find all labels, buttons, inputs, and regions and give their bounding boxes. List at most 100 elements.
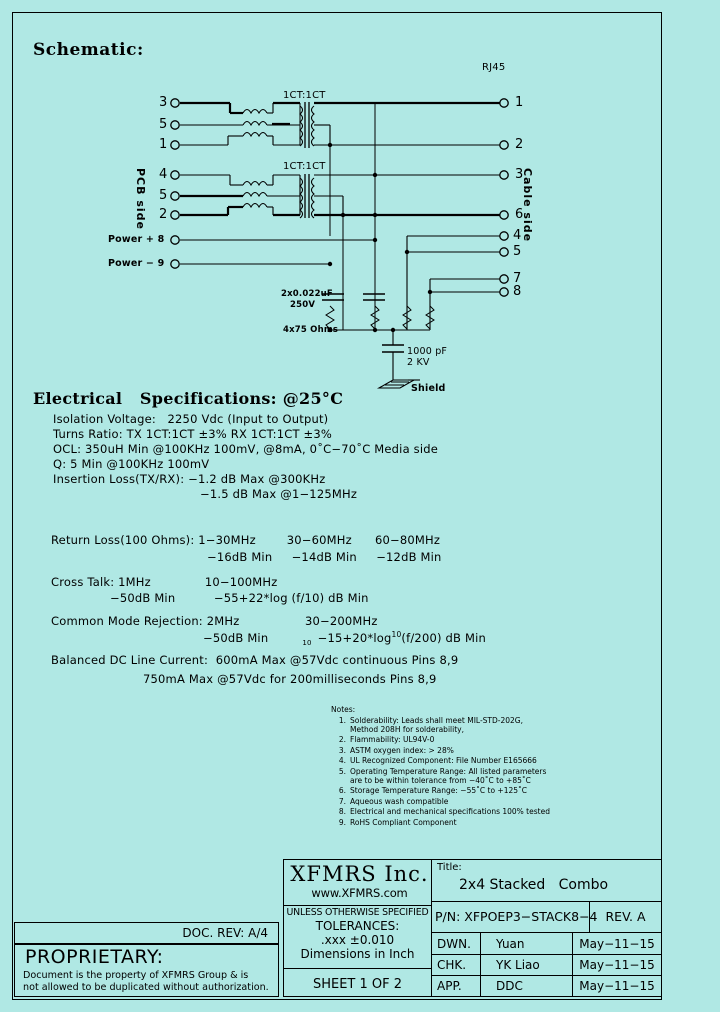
tb-divider-role xyxy=(480,932,482,996)
company-logo: XFMRS Inc. www.XFMRS.com xyxy=(288,862,431,900)
cmr-sub: 10 xyxy=(302,639,312,648)
power-minus-label: Power − 9 xyxy=(108,258,165,269)
cap-value-label: 2x0.022uF xyxy=(281,289,333,299)
schematic-heading: Schematic: xyxy=(33,40,144,60)
shield-label: Shield xyxy=(411,383,446,394)
spec-turns-ratio: Turns Ratio: TX 1CT:1CT ±3% RX 1CT:1CT ±… xyxy=(53,427,332,441)
power-plus-label: Power + 8 xyxy=(108,234,165,245)
revision: REV. A xyxy=(605,909,646,924)
note-number: 6. xyxy=(338,786,346,795)
pcb-side-label: PCB side xyxy=(134,168,147,231)
drawing-border xyxy=(12,12,662,1000)
note-item: 1. Solderability: Leads shall meet MIL-S… xyxy=(331,716,661,734)
spec-dc-line-current: Balanced DC Line Current: 600mA Max @57V… xyxy=(51,653,459,667)
pin-right-2: 2 xyxy=(515,137,524,152)
note-text: ASTM oxygen index: > 28% xyxy=(350,745,454,755)
pin-left-5a: 5 xyxy=(159,117,168,132)
tb-hline-right-2 xyxy=(431,932,661,934)
spec-cross-talk-values: −50dB Min −55+22*log (f/10) dB Min xyxy=(110,591,369,605)
note-number: 2. xyxy=(338,735,346,744)
note-number: 3. xyxy=(338,745,346,755)
cmr-prefix: −50dB Min xyxy=(203,630,269,645)
tb-divider-rev xyxy=(589,901,591,932)
note-number: 1. xyxy=(338,715,346,725)
note-text: Aqueous wash compatible xyxy=(350,796,449,806)
note-item: 3. ASTM oxygen index: > 28% xyxy=(331,746,661,755)
spec-ocl: OCL: 350uH Min @100KHz 100mV, @8mA, 0˚C−… xyxy=(53,442,439,456)
note-item: 9. RoHS Compliant Component xyxy=(331,818,661,827)
hv-cap-voltage-label: 2 KV xyxy=(407,357,430,368)
spec-dc-line-current-2: 750mA Max @57Vdc for 200milliseconds Pin… xyxy=(143,672,437,686)
company-name: XFMRS Inc. xyxy=(290,862,429,886)
note-text: RoHS Compliant Component xyxy=(350,817,457,827)
chk-date: May−11−15 xyxy=(579,958,655,972)
note-text: Flammability: UL94V-0 xyxy=(350,735,435,744)
note-number: 8. xyxy=(338,807,346,816)
title-value: 2x4 Stacked Combo xyxy=(459,877,609,893)
note-number: 7. xyxy=(338,796,346,806)
pin-right-5: 5 xyxy=(513,244,522,259)
note-number: 5. xyxy=(338,766,346,776)
note-item: 2. Flammability: UL94V-0 xyxy=(331,735,661,744)
left-terminals xyxy=(170,98,180,269)
tb-hline-left-1 xyxy=(284,905,431,907)
schematic-diagram xyxy=(170,98,509,389)
cmr-suffix: (f/200) dB Min xyxy=(401,630,486,645)
electrical-specs-heading: Electrical Specifications: @25°C xyxy=(33,389,344,408)
rj45-label: RJ45 xyxy=(482,62,506,73)
note-text: Solderability: Leads shall meet MIL-STD-… xyxy=(350,715,523,734)
pin-left-5b: 5 xyxy=(159,188,168,203)
note-text: Operating Temperature Range: All listed … xyxy=(350,766,547,785)
dwn-date: May−11−15 xyxy=(579,937,655,951)
pin-right-7: 7 xyxy=(513,271,522,286)
note-number: 9. xyxy=(338,817,346,827)
tb-hline-right-3 xyxy=(431,954,661,956)
tb-hline-right-1 xyxy=(431,901,661,903)
tolerances-block: UNLESS OTHERWISE SPECIFIED TOLERANCES: .… xyxy=(285,907,430,961)
pin-left-3: 3 xyxy=(159,95,168,110)
chk-name: YK Liao xyxy=(496,958,540,972)
pin-left-4: 4 xyxy=(159,167,168,182)
unless-specified-label: UNLESS OTHERWISE SPECIFIED xyxy=(286,907,429,918)
pin-left-1: 1 xyxy=(159,137,168,152)
cmr-main: −15+20*log xyxy=(317,630,392,645)
note-text: Electrical and mechanical specifications… xyxy=(350,807,550,816)
note-item: 6. Storage Temperature Range: −55˚C to +… xyxy=(331,786,661,795)
spec-isolation-voltage: Isolation Voltage: 2250 Vdc (Input to Ou… xyxy=(53,412,329,426)
doc-rev-text: DOC. REV: A/4 xyxy=(182,926,268,940)
spec-q: Q: 5 Min @100KHz 100mV xyxy=(53,457,210,471)
dwn-name: Yuan xyxy=(496,937,525,951)
proprietary-box: PROPRIETARY: Document is the property of… xyxy=(14,944,279,997)
proprietary-title: PROPRIETARY: xyxy=(25,946,164,968)
spec-return-loss: Return Loss(100 Ohms): 1−30MHz 30−60MHz … xyxy=(51,533,441,547)
dimensions-label: Dimensions in Inch xyxy=(300,947,415,961)
proprietary-line-2: not allowed to be duplicated without aut… xyxy=(23,982,269,993)
notes-title: Notes: xyxy=(331,705,356,714)
title-label: Title: xyxy=(437,862,462,873)
resistor-value-label: 4x75 Ohms xyxy=(283,325,339,335)
turns-ratio-top-label: 1CT:1CT xyxy=(283,90,326,101)
notes-section: Notes: 1. Solderability: Leads shall mee… xyxy=(331,705,661,827)
note-text: UL Recognized Component: File Number E16… xyxy=(350,756,537,765)
spec-cross-talk: Cross Talk: 1MHz 10−100MHz xyxy=(51,575,278,589)
chk-role: CHK. xyxy=(437,958,467,972)
tb-divider-date xyxy=(572,932,574,996)
spec-insertion-loss: Insertion Loss(TX/RX): −1.2 dB Max @300K… xyxy=(53,472,326,486)
tb-hline-right-4 xyxy=(431,975,661,977)
tb-divider-main xyxy=(431,860,433,996)
spec-common-mode-rejection: Common Mode Rejection: 2MHz 30−200MHz xyxy=(51,614,378,628)
title-block: XFMRS Inc. www.XFMRS.com UNLESS OTHERWIS… xyxy=(283,859,662,997)
pin-right-4: 4 xyxy=(513,228,522,243)
note-item: 4. UL Recognized Component: File Number … xyxy=(331,756,661,765)
part-number: P/N: XFPOEP3−STACK8−4 xyxy=(435,909,598,924)
dwn-role: DWN. xyxy=(437,937,471,951)
hv-cap-value-label: 1000 pF xyxy=(407,346,448,357)
app-role: APP. xyxy=(437,979,462,993)
spec-return-loss-values: −16dB Min −14dB Min −12dB Min xyxy=(207,550,442,564)
note-number: 4. xyxy=(338,756,346,765)
tolerances-label: TOLERANCES: xyxy=(315,919,400,933)
tb-hline-left-2 xyxy=(284,968,431,970)
pin-right-3: 3 xyxy=(515,167,524,182)
company-website: www.XFMRS.com xyxy=(311,886,408,900)
